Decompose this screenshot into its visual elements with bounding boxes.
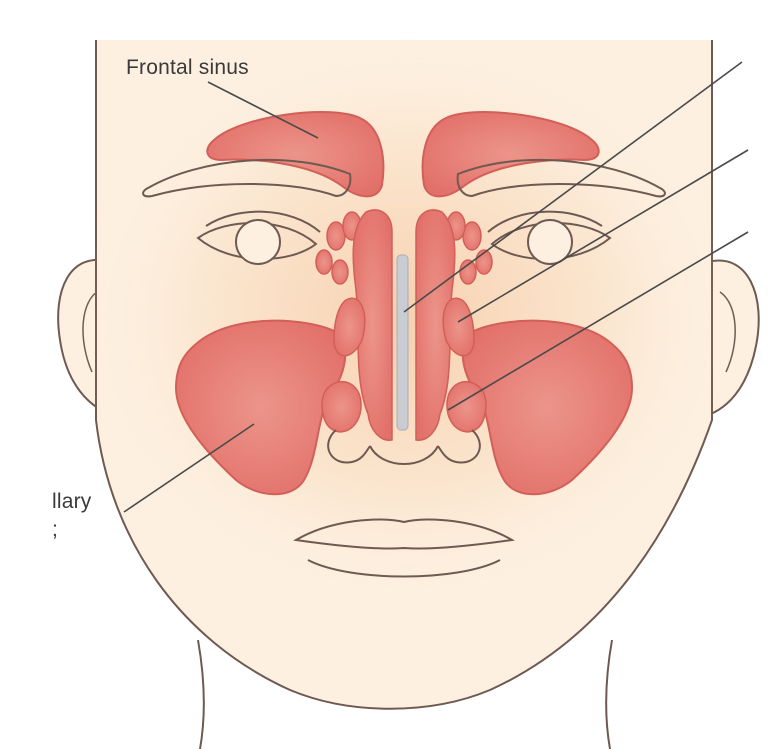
maxillary-sinus-label-cont: ; bbox=[52, 518, 58, 541]
nasal-septum bbox=[397, 255, 408, 430]
frontal-sinus-label: Frontal sinus bbox=[126, 56, 249, 79]
maxillary-sinus-label: llary bbox=[52, 490, 92, 513]
